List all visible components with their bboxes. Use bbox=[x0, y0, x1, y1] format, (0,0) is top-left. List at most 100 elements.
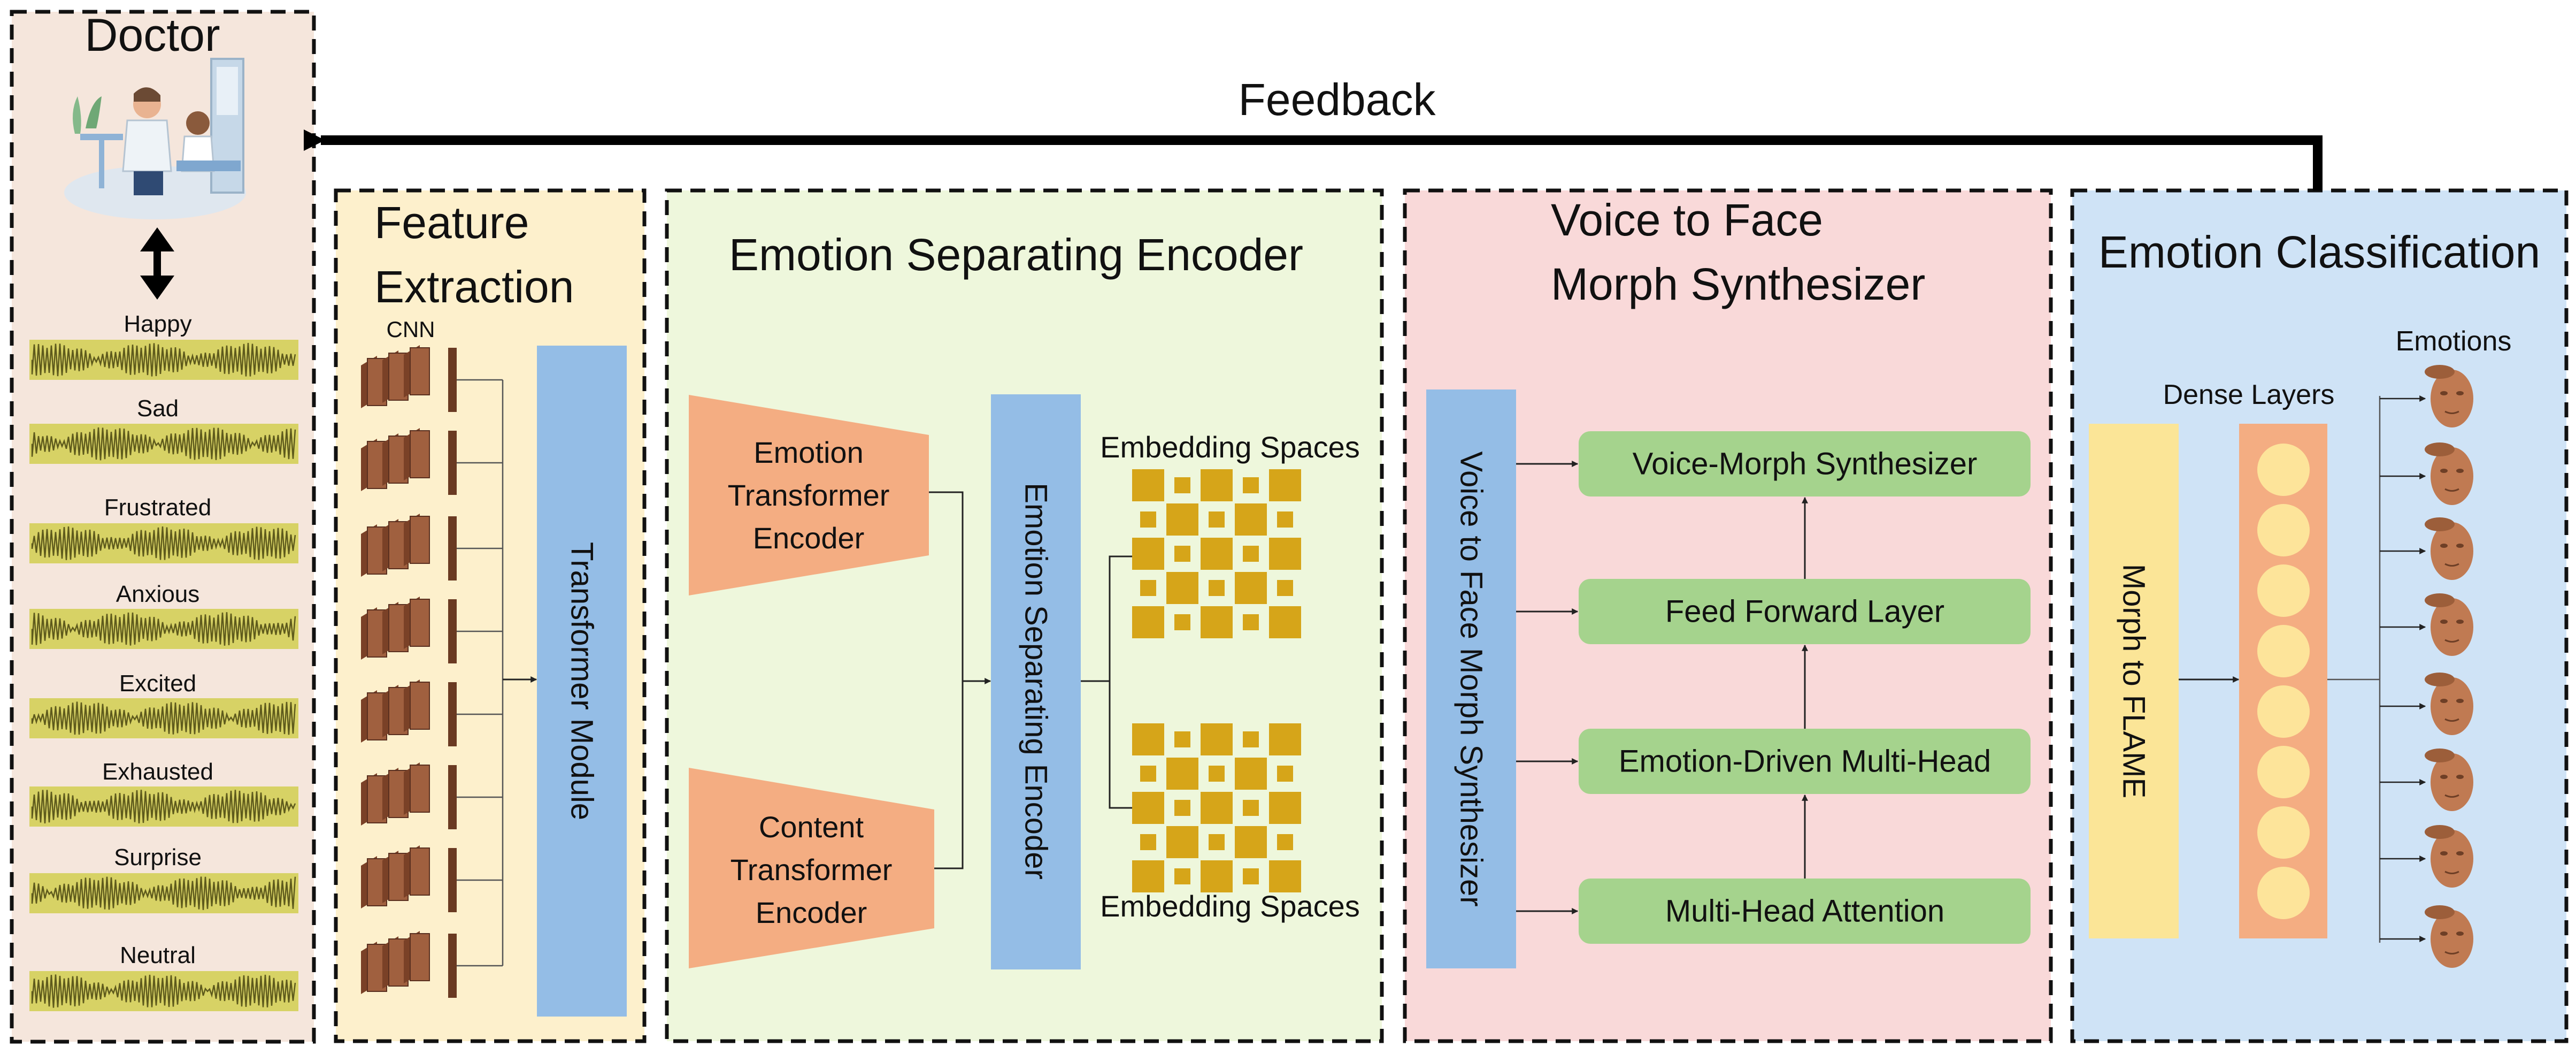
face-hair bbox=[2425, 442, 2455, 456]
face-head bbox=[2431, 910, 2473, 968]
emotion-separating-encoder-block bbox=[991, 394, 1081, 969]
dense-nodes bbox=[2257, 396, 2381, 943]
dense-node bbox=[2257, 867, 2310, 919]
doctor-title: Doctor bbox=[84, 10, 220, 61]
embedding-bottom-label: Embedding Spaces bbox=[1100, 889, 1360, 923]
doctor-illustration bbox=[64, 58, 246, 219]
dense-node bbox=[2257, 444, 2310, 496]
embedding-square bbox=[1209, 580, 1225, 596]
embedding-square bbox=[1201, 860, 1233, 892]
dense-node bbox=[2257, 746, 2310, 798]
transformer-module-block bbox=[537, 346, 627, 1017]
face-eye bbox=[2440, 391, 2448, 395]
content-encoder-label-1: Content bbox=[759, 810, 864, 844]
embedding-square bbox=[1132, 860, 1164, 892]
face-eye bbox=[2440, 699, 2448, 703]
cnn-block bbox=[361, 762, 503, 829]
emotion-label-frustrated: Frustrated bbox=[104, 494, 212, 521]
classification-title: Emotion Classification bbox=[2098, 227, 2540, 277]
face-head bbox=[2431, 677, 2473, 735]
face-eye bbox=[2456, 469, 2464, 473]
emotion-faces bbox=[2380, 365, 2473, 968]
cnn-output-bar bbox=[448, 934, 457, 998]
face-eye bbox=[2456, 391, 2464, 395]
emotions-label: Emotions bbox=[2396, 326, 2512, 357]
voice-block-label-3: Multi-Head Attention bbox=[1665, 894, 1944, 929]
waveform-line-excited bbox=[31, 701, 296, 735]
face-head bbox=[2431, 447, 2473, 505]
emotion-label-neutral: Neutral bbox=[120, 942, 196, 968]
emotion-face bbox=[2425, 905, 2473, 968]
face-hair bbox=[2425, 517, 2455, 531]
waveform-line-frustrated bbox=[31, 526, 296, 560]
content-transformer-encoder bbox=[689, 768, 934, 968]
embedding-square bbox=[1132, 792, 1164, 824]
embedding-square bbox=[1235, 758, 1267, 790]
embedding-square bbox=[1201, 538, 1233, 570]
face-head bbox=[2431, 830, 2473, 888]
embedding-square bbox=[1166, 758, 1198, 790]
emotion-face bbox=[2425, 517, 2473, 580]
embedding-square bbox=[1174, 546, 1190, 562]
morph-to-flame-block bbox=[2089, 424, 2179, 938]
embedding-square bbox=[1243, 546, 1259, 562]
embedding-square bbox=[1235, 572, 1267, 604]
dense-node bbox=[2257, 806, 2310, 859]
emotion-face bbox=[2425, 442, 2473, 505]
embedding-square bbox=[1132, 538, 1164, 570]
face-eye bbox=[2456, 931, 2464, 936]
content-encoder-label-3: Encoder bbox=[756, 896, 867, 929]
embedding-square bbox=[1140, 580, 1156, 596]
embedding-square bbox=[1174, 868, 1190, 884]
embedding-square bbox=[1235, 503, 1267, 536]
cnn-block bbox=[361, 428, 503, 495]
feedback-label: Feedback bbox=[1239, 74, 1436, 125]
content-encoder-label-2: Transformer bbox=[730, 853, 893, 887]
emotion-transformer-encoder bbox=[689, 395, 929, 595]
voice-title-line1: Voice to Face bbox=[1551, 195, 1823, 245]
face-hair bbox=[2425, 365, 2455, 379]
embedding-square bbox=[1201, 469, 1233, 501]
face-hair bbox=[2425, 749, 2455, 762]
face-eye bbox=[2440, 851, 2448, 856]
cnn-layer-face bbox=[410, 599, 430, 647]
cnn-layer-face bbox=[410, 765, 430, 813]
face-mouth bbox=[2444, 639, 2459, 643]
face-head bbox=[2431, 522, 2473, 580]
emotion-face bbox=[2425, 365, 2473, 427]
embedding-square bbox=[1174, 477, 1190, 493]
emotion-face bbox=[2425, 825, 2473, 888]
face-mouth bbox=[2444, 410, 2459, 414]
waveform-line-neutral bbox=[31, 974, 296, 1008]
cnn-label: CNN bbox=[387, 317, 435, 342]
waveform-line-sad bbox=[31, 427, 296, 461]
embedding-split-top bbox=[1081, 553, 1140, 682]
embedding-square bbox=[1269, 860, 1301, 892]
cnn-layer-face bbox=[410, 347, 430, 395]
voice-block-label-2: Emotion-Driven Multi-Head bbox=[1619, 744, 1991, 779]
content-encoder-connector bbox=[934, 681, 964, 869]
cnn-output-bar bbox=[448, 848, 457, 912]
embedding-square bbox=[1201, 723, 1233, 755]
face-eye bbox=[2456, 699, 2464, 703]
emotion-encoder-label-2: Transformer bbox=[728, 478, 890, 512]
embedding-top-label: Embedding Spaces bbox=[1100, 430, 1360, 464]
cnn-output-bar bbox=[448, 348, 457, 412]
feature-title-line2: Extraction bbox=[374, 262, 574, 312]
embedding-square bbox=[1243, 731, 1259, 747]
voice-title-line2: Morph Synthesizer bbox=[1551, 259, 1925, 309]
cnn-block bbox=[361, 345, 503, 412]
cnn-output-bar bbox=[448, 599, 457, 663]
cnn-block bbox=[361, 597, 503, 663]
encoder-title: Emotion Separating Encoder bbox=[729, 230, 1303, 280]
face-mouth bbox=[2444, 718, 2459, 722]
cnn-layer-face bbox=[410, 516, 430, 564]
embedding-space-bottom bbox=[1132, 723, 1301, 892]
face-eye bbox=[2440, 931, 2448, 936]
embedding-square bbox=[1269, 538, 1301, 570]
embedding-square bbox=[1269, 792, 1301, 824]
embedding-square bbox=[1132, 723, 1164, 755]
embedding-square bbox=[1277, 580, 1293, 596]
emotion-label-excited: Excited bbox=[119, 670, 196, 697]
